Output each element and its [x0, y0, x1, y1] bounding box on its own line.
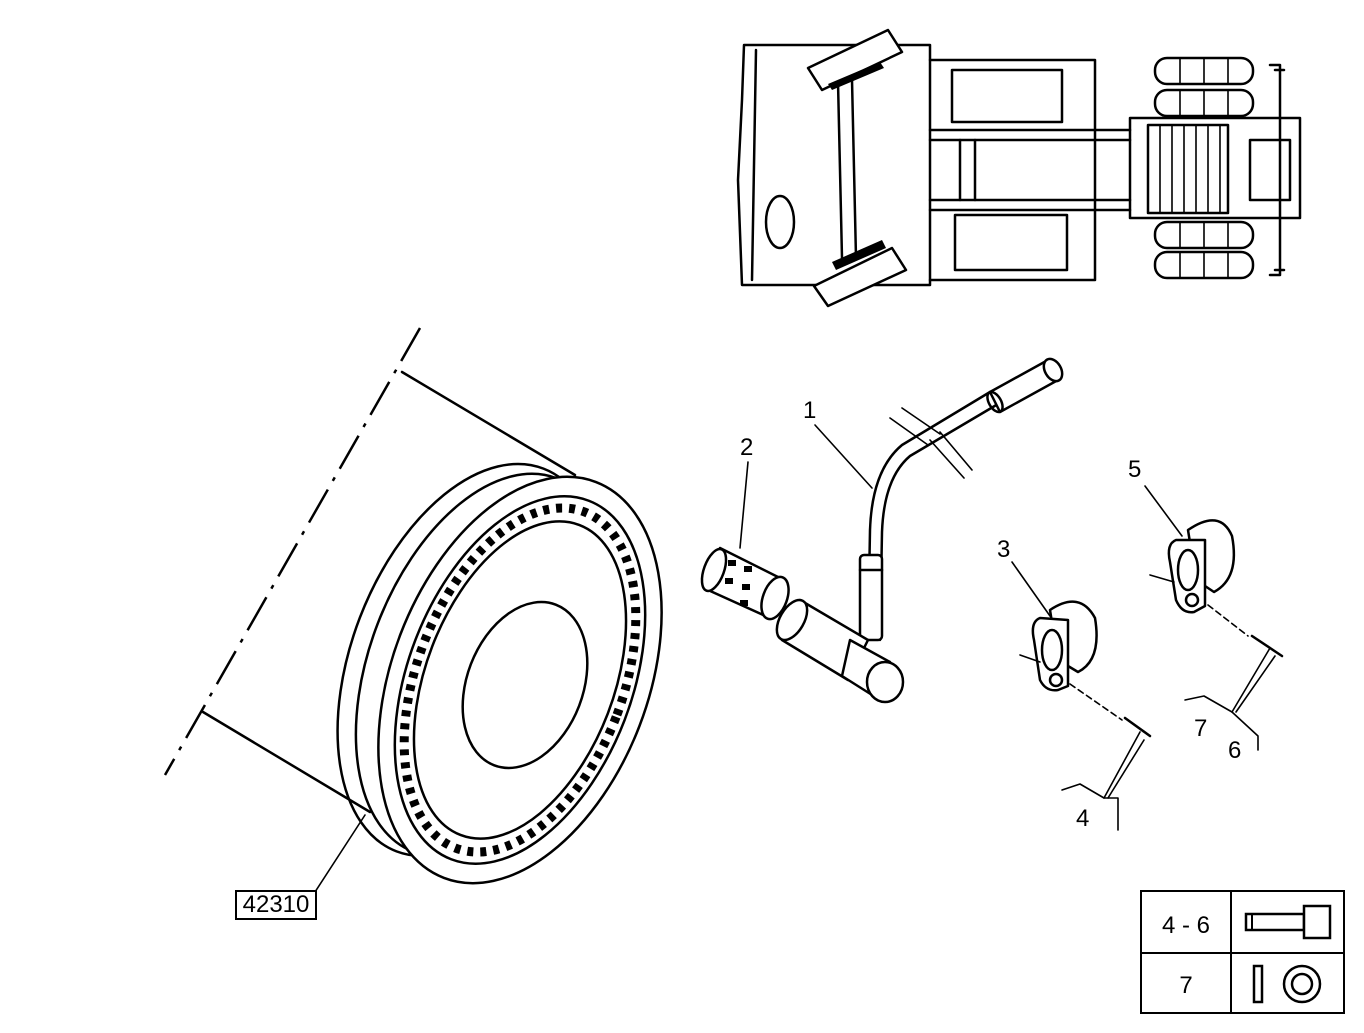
reference-code: 42310 — [235, 890, 317, 920]
leader-lines — [739, 424, 1276, 831]
callout-5: 5 — [1128, 456, 1141, 483]
clip-sleeve-part-2 — [700, 546, 790, 621]
abs-sensor-part-1 — [775, 357, 1064, 704]
bracket-part-5 — [1149, 519, 1284, 658]
washer-icon — [1252, 964, 1322, 1004]
callout-2: 2 — [740, 434, 753, 461]
truck-top-view — [736, 28, 1302, 308]
bolt-icon — [1244, 904, 1332, 940]
callout-4: 4 — [1076, 805, 1089, 832]
callout-1: 1 — [803, 397, 816, 424]
table-row-label-washer: 7 — [1179, 972, 1193, 999]
table-row-label-bolts: 4 - 6 — [1161, 912, 1211, 939]
callout-3: 3 — [997, 536, 1010, 563]
callout-7: 7 — [1194, 715, 1207, 742]
hardware-table: 4 - 6 7 — [1140, 890, 1345, 1014]
callout-6: 6 — [1228, 737, 1241, 764]
abs-tone-ring — [163, 327, 663, 893]
table-divider-horizontal — [1142, 952, 1343, 954]
bracket-part-3 — [1019, 600, 1152, 738]
